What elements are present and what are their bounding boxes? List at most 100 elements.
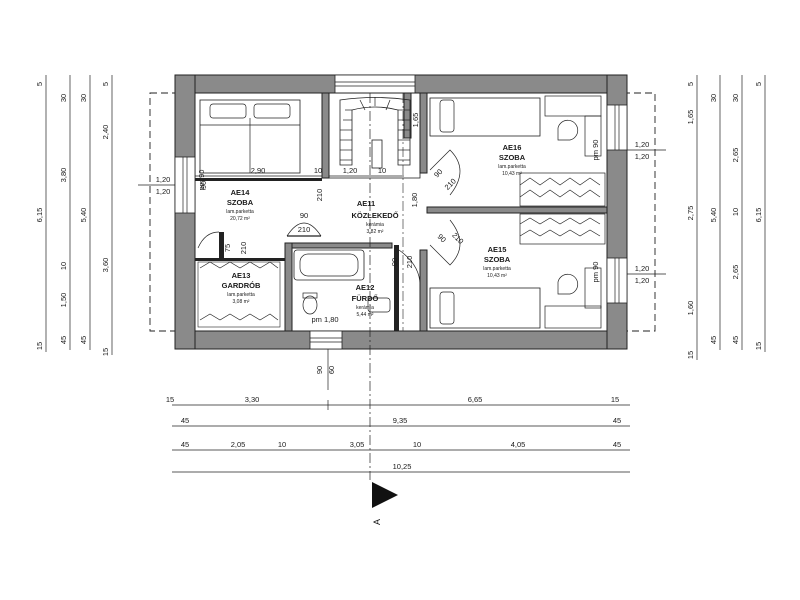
interior-walls — [195, 92, 608, 332]
svg-text:4,05: 4,05 — [511, 440, 526, 449]
svg-text:90: 90 — [199, 181, 208, 189]
svg-text:SZOBA: SZOBA — [484, 255, 511, 264]
svg-text:210: 210 — [405, 256, 414, 269]
staircase — [328, 92, 421, 179]
svg-text:15: 15 — [166, 395, 174, 404]
svg-text:AE14: AE14 — [231, 188, 251, 197]
room-label-ae15: AE15 SZOBA lam.parketta 10,43 m² — [483, 245, 511, 279]
svg-text:lam.parketta: lam.parketta — [483, 266, 511, 272]
svg-text:30: 30 — [709, 94, 718, 102]
svg-text:5,40: 5,40 — [709, 208, 718, 223]
svg-text:45: 45 — [181, 440, 189, 449]
section-marker-a: A — [372, 482, 398, 525]
svg-text:5: 5 — [35, 82, 44, 86]
svg-text:kerámia: kerámia — [366, 222, 384, 228]
svg-text:3,80: 3,80 — [59, 168, 68, 183]
room-label-ae16: AE16 SZOBA lam.parketta 10,43 m² — [498, 143, 526, 177]
svg-text:15: 15 — [686, 351, 695, 359]
svg-text:10: 10 — [314, 166, 322, 175]
svg-text:5: 5 — [101, 82, 110, 86]
svg-text:2,75: 2,75 — [686, 206, 695, 221]
svg-text:AE11: AE11 — [357, 199, 375, 208]
left-dimension-chains: 5 6,15 15 30 3,80 10 1,50 45 30 5,40 45 … — [35, 75, 113, 356]
svg-text:2,40: 2,40 — [101, 125, 110, 140]
right-dimension-chains: 5 1,65 2,75 1,60 15 30 5,40 45 30 2,65 1… — [686, 75, 766, 360]
svg-text:10: 10 — [378, 166, 386, 175]
svg-text:1,20: 1,20 — [635, 276, 650, 285]
svg-text:90: 90 — [390, 258, 399, 266]
svg-text:5,40: 5,40 — [79, 208, 88, 223]
svg-text:5: 5 — [686, 82, 695, 86]
bottom-dimension-chains: 15 3,30 6,65 15 45 9,35 45 45 2,05 10 3,… — [166, 395, 630, 473]
svg-text:3,05: 3,05 — [350, 440, 365, 449]
svg-text:SZOBA: SZOBA — [499, 153, 526, 162]
svg-text:1,20: 1,20 — [343, 166, 358, 175]
svg-text:1,20: 1,20 — [635, 152, 650, 161]
svg-text:210: 210 — [239, 242, 248, 255]
svg-text:AE15: AE15 — [488, 245, 507, 254]
svg-text:10: 10 — [413, 440, 421, 449]
svg-text:5: 5 — [754, 82, 763, 86]
svg-text:45: 45 — [181, 416, 189, 425]
svg-text:15: 15 — [754, 342, 763, 350]
svg-text:lam.parketta: lam.parketta — [498, 164, 526, 170]
svg-text:SZOBA: SZOBA — [227, 198, 254, 207]
svg-text:AE16: AE16 — [503, 143, 522, 152]
svg-text:45: 45 — [731, 336, 740, 344]
svg-text:210: 210 — [315, 189, 324, 202]
svg-text:10,43 m²: 10,43 m² — [487, 273, 507, 279]
svg-text:6,15: 6,15 — [754, 208, 763, 223]
svg-text:10: 10 — [731, 208, 740, 216]
svg-text:30: 30 — [79, 94, 88, 102]
svg-text:1,20: 1,20 — [156, 187, 171, 196]
svg-text:6,15: 6,15 — [35, 208, 44, 223]
svg-text:1,20: 1,20 — [156, 175, 171, 184]
svg-text:FÜRDŐ: FÜRDŐ — [352, 294, 379, 303]
svg-text:pm 90: pm 90 — [197, 170, 206, 191]
outer-walls — [174, 74, 628, 350]
svg-text:2,65: 2,65 — [731, 265, 740, 280]
svg-text:pm 90: pm 90 — [591, 140, 600, 161]
svg-text:1,65: 1,65 — [686, 110, 695, 125]
svg-text:75: 75 — [223, 244, 232, 252]
svg-text:5,44 m²: 5,44 m² — [357, 312, 374, 318]
svg-text:pm 1,80: pm 1,80 — [311, 315, 338, 324]
svg-text:15: 15 — [611, 395, 619, 404]
svg-text:AE13: AE13 — [232, 271, 251, 280]
room-label-ae11: AE11 KÖZLEKEDŐ kerámia 3,82 m² — [351, 199, 398, 235]
svg-text:210: 210 — [450, 231, 465, 246]
svg-text:1,60: 1,60 — [686, 301, 695, 316]
svg-text:10,43 m²: 10,43 m² — [502, 171, 522, 177]
svg-text:1,20: 1,20 — [635, 264, 650, 273]
svg-text:lam.parketta: lam.parketta — [227, 292, 255, 298]
svg-text:KÖZLEKEDŐ: KÖZLEKEDŐ — [351, 211, 398, 220]
svg-text:AE12: AE12 — [356, 283, 375, 292]
svg-text:3,82 m²: 3,82 m² — [367, 229, 384, 235]
svg-text:90: 90 — [315, 366, 324, 374]
svg-text:45: 45 — [79, 336, 88, 344]
svg-text:lam.parketta: lam.parketta — [226, 209, 254, 215]
svg-text:6,65: 6,65 — [468, 395, 483, 404]
interior-dimensions: 2,90 10 1,20 10 90 210 75 210 90 210 1,8… — [138, 113, 666, 390]
svg-text:15: 15 — [35, 342, 44, 350]
svg-text:45: 45 — [613, 440, 621, 449]
furniture — [197, 95, 606, 329]
svg-text:2,65: 2,65 — [731, 148, 740, 163]
doors — [197, 149, 461, 286]
svg-text:45: 45 — [59, 336, 68, 344]
svg-text:2,05: 2,05 — [231, 440, 246, 449]
svg-text:90: 90 — [436, 232, 448, 244]
svg-text:10: 10 — [278, 440, 286, 449]
svg-text:pm 90: pm 90 — [591, 262, 600, 283]
svg-text:30: 30 — [731, 94, 740, 102]
svg-text:2,90: 2,90 — [251, 166, 266, 175]
svg-text:GARDRÓB: GARDRÓB — [222, 281, 261, 290]
room-label-ae12: AE12 FÜRDŐ kerámia 5,44 m² — [352, 283, 379, 318]
svg-text:3,60: 3,60 — [101, 258, 110, 273]
room-label-ae14: AE14 SZOBA lam.parketta 20,72 m² — [226, 188, 254, 222]
svg-text:1,20: 1,20 — [635, 140, 650, 149]
svg-text:60: 60 — [327, 366, 336, 374]
svg-text:30: 30 — [59, 94, 68, 102]
svg-text:kerámia: kerámia — [356, 305, 374, 311]
